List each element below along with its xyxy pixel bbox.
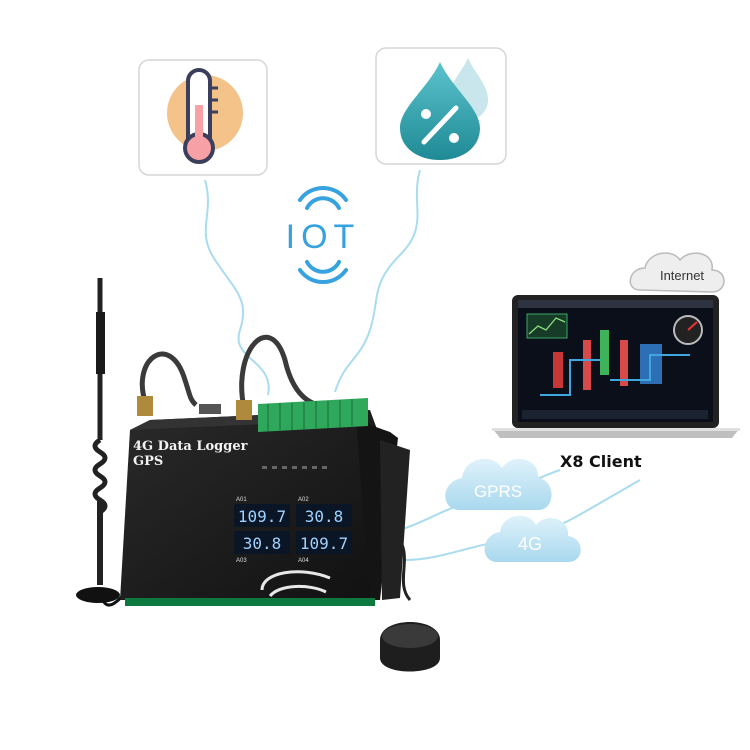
iot-signal-logo: IOT (286, 186, 361, 284)
display-value-a03: 30.8 (243, 534, 282, 553)
display-value-a01: 109.7 (238, 507, 286, 526)
lte-cloud: 4G (484, 515, 581, 562)
lcd-panel: A01 A02 A03 A04 109.7 30.8 30.8 109.7 (234, 497, 352, 564)
gprs-cloud: GPRS (445, 458, 552, 510)
display-value-a04: 109.7 (300, 534, 348, 553)
iot-label: IOT (286, 218, 361, 256)
laptop-icon (492, 295, 740, 438)
temperature-sensor-card (138, 59, 268, 176)
antenna-icon (76, 278, 142, 607)
brand-swoosh-logo (260, 570, 331, 598)
humidity-sensor-card (375, 47, 507, 165)
device-subtitle: GPS (133, 454, 163, 469)
display-value-a02: 30.8 (305, 507, 344, 526)
gprs-label: GPRS (474, 482, 522, 501)
device-cables (139, 334, 319, 409)
display-tag-a03: A03 (236, 558, 247, 564)
data-logger-device: 4G Data Logger GPS A01 A02 A03 A04 109.7… (120, 396, 410, 606)
client-label: X8 Client (560, 452, 642, 471)
internet-label: Internet (660, 268, 704, 283)
antenna-connectors (137, 396, 252, 420)
internet-cloud: Internet (629, 252, 725, 293)
terminal-block (258, 398, 368, 432)
display-tag-a04: A04 (298, 558, 309, 564)
lte-label: 4G (518, 534, 542, 554)
display-tag-a02: A02 (298, 497, 309, 503)
status-leds (262, 466, 327, 469)
thermometer-icon (167, 68, 243, 164)
humidity-drop-icon (400, 58, 488, 160)
display-tag-a01: A01 (236, 497, 247, 503)
gps-puck-icon (380, 528, 440, 672)
wifi-signal-icon (298, 186, 348, 284)
device-title: 4G Data Logger (133, 439, 248, 454)
